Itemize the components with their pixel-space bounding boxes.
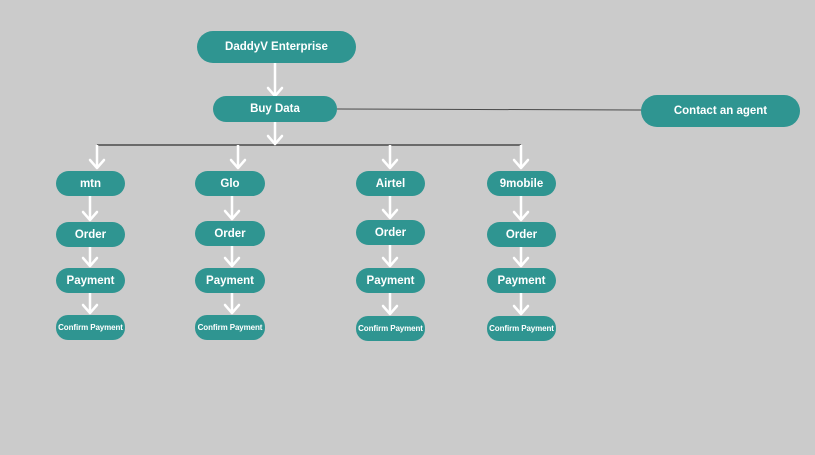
arrow-head xyxy=(81,210,99,222)
confirm-payment-node: Confirm Payment xyxy=(487,316,556,341)
confirm-payment-node: Confirm Payment xyxy=(56,315,125,340)
arrow-head xyxy=(223,256,241,268)
network-node-glo: Glo xyxy=(195,171,265,196)
arrow-head xyxy=(512,304,530,316)
arrow-head xyxy=(381,208,399,220)
payment-label: Payment xyxy=(497,274,546,287)
arrow-head xyxy=(88,158,106,170)
arrow-head xyxy=(512,210,530,222)
arrow-head xyxy=(229,158,247,170)
order-node: Order xyxy=(195,221,265,246)
confirm-payment-label: Confirm Payment xyxy=(197,323,263,332)
arrow-head xyxy=(223,303,241,315)
order-label: Order xyxy=(74,228,107,241)
arrow-head xyxy=(223,209,241,221)
confirm-payment-label: Confirm Payment xyxy=(489,324,554,333)
order-label: Order xyxy=(374,226,407,239)
confirm-payment-node: Confirm Payment xyxy=(195,315,265,340)
payment-label: Payment xyxy=(66,274,115,287)
confirm-payment-label: Confirm Payment xyxy=(58,323,123,332)
order-label: Order xyxy=(214,227,246,240)
buy-data-label: Buy Data xyxy=(250,103,300,115)
arrow-head xyxy=(381,158,399,170)
network-label: Airtel xyxy=(375,177,406,190)
network-label: 9mobile xyxy=(499,177,544,190)
arrow-head xyxy=(266,134,284,146)
network-label: mtn xyxy=(79,177,102,190)
arrow-head xyxy=(381,304,399,316)
agent-connector xyxy=(336,108,643,111)
payment-node: Payment xyxy=(195,268,265,293)
arrow-head xyxy=(512,256,530,268)
payment-node: Payment xyxy=(356,268,425,293)
root-node-label: DaddyV Enterprise xyxy=(225,41,328,53)
payment-node: Payment xyxy=(487,268,556,293)
confirm-payment-node: Confirm Payment xyxy=(356,316,425,341)
confirm-payment-label: Confirm Payment xyxy=(358,324,423,333)
contact-agent-label: Contact an agent xyxy=(673,105,768,117)
order-label: Order xyxy=(505,228,538,241)
arrow-head xyxy=(81,303,99,315)
order-node: Order xyxy=(487,222,556,247)
payment-node: Payment xyxy=(56,268,125,293)
arrow-head xyxy=(81,256,99,268)
arrow-head xyxy=(512,158,530,170)
buy-data-node: Buy Data xyxy=(213,96,337,122)
network-node-mtn: mtn xyxy=(56,171,125,196)
network-label: Glo xyxy=(220,177,240,190)
network-node-airtel: Airtel xyxy=(356,171,425,196)
order-node: Order xyxy=(56,222,125,247)
order-node: Order xyxy=(356,220,425,245)
arrow-group xyxy=(81,63,530,316)
contact-agent-node: Contact an agent xyxy=(641,95,800,127)
payment-label: Payment xyxy=(366,274,415,287)
root-node: DaddyV Enterprise xyxy=(197,31,356,63)
arrow-head xyxy=(381,256,399,268)
network-node-9mobile: 9mobile xyxy=(487,171,556,196)
payment-label: Payment xyxy=(206,274,254,287)
